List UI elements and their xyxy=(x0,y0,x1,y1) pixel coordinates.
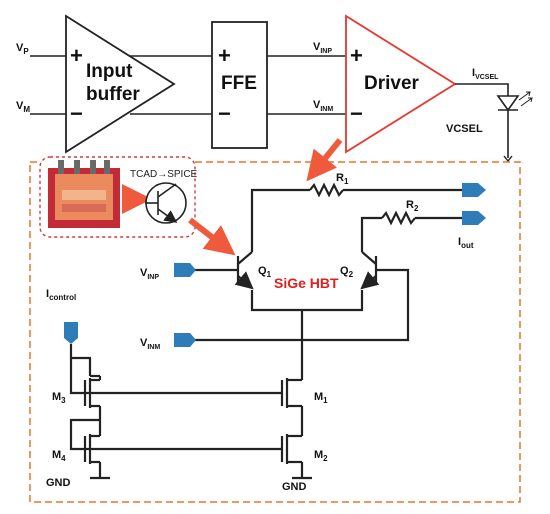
m4-transistor xyxy=(83,430,102,478)
iout-label: Iout xyxy=(458,236,474,250)
m2-label: M2 xyxy=(314,449,328,463)
m2-transistor xyxy=(280,434,304,478)
gnd-left-label: GND xyxy=(46,477,71,489)
q2-transistor xyxy=(360,250,380,290)
input-buffer-plus: + xyxy=(70,43,83,68)
vinp-top-label: VINP xyxy=(313,41,332,55)
vinp-port xyxy=(174,263,196,277)
m3-diode-wire xyxy=(69,358,85,395)
tcad-device-image xyxy=(48,160,120,228)
tcad-caption: TCAD→SPICE xyxy=(130,169,198,180)
q1-transistor xyxy=(234,250,254,290)
icontrol-label: Icontrol xyxy=(46,288,76,302)
ffe-plus: + xyxy=(218,43,231,68)
driver-zoom-arrow xyxy=(306,138,343,182)
driver-label: Driver xyxy=(364,73,420,94)
r1-resistor xyxy=(309,182,344,198)
m1-transistor xyxy=(280,376,304,436)
driver-output-wire xyxy=(455,83,509,96)
ffe-minus: − xyxy=(218,101,231,126)
r2-resistor xyxy=(381,210,416,226)
q2-collector-wire xyxy=(360,216,382,250)
m3-label: M3 xyxy=(52,391,66,405)
vcsel-label: VCSEL xyxy=(446,123,483,135)
vp-label: VP xyxy=(16,42,29,56)
vinm-top-label: VINM xyxy=(313,99,333,113)
ivcsel-label: IVCSEL xyxy=(472,67,499,81)
spice-transistor-icon xyxy=(145,182,187,224)
ffe-label: FFE xyxy=(221,73,257,94)
q1-collector-wire xyxy=(250,188,310,250)
gnd-right-label: GND xyxy=(282,481,307,493)
circuit-title: SiGe HBT xyxy=(274,275,339,291)
vinp-label: VINP xyxy=(140,267,159,281)
input-buffer-label-1: Input xyxy=(86,61,133,82)
emitter-join-wire xyxy=(250,290,364,312)
m3-transistor xyxy=(83,374,102,430)
input-buffer-minus: − xyxy=(70,101,83,126)
q2-base-wire xyxy=(302,268,410,342)
vinm-label: VINM xyxy=(140,337,160,351)
r2-label: R2 xyxy=(406,199,419,213)
m1-label: M1 xyxy=(314,391,328,405)
driver-block xyxy=(345,14,457,154)
vinm-port xyxy=(174,333,196,347)
m4-diode-wire xyxy=(69,418,100,451)
r1-label: R1 xyxy=(336,172,349,186)
q2-label: Q2 xyxy=(340,265,354,279)
circuit-region-border xyxy=(29,161,521,503)
m3-drain-wire xyxy=(71,356,92,376)
vm-label: VM xyxy=(16,100,30,114)
output-port-m xyxy=(462,211,486,225)
icontrol-port xyxy=(64,322,78,344)
ffe-block xyxy=(211,21,268,149)
q1-label: Q1 xyxy=(258,265,272,279)
vcsel-diode-icon xyxy=(496,91,533,163)
input-buffer-block xyxy=(65,14,176,154)
output-port-p xyxy=(462,183,486,197)
inset-to-q1-arrow xyxy=(188,217,236,256)
driver-plus: + xyxy=(350,43,363,68)
m4-label: M4 xyxy=(52,449,66,463)
input-buffer-label-2: buffer xyxy=(86,84,140,105)
driver-minus: − xyxy=(350,101,363,126)
